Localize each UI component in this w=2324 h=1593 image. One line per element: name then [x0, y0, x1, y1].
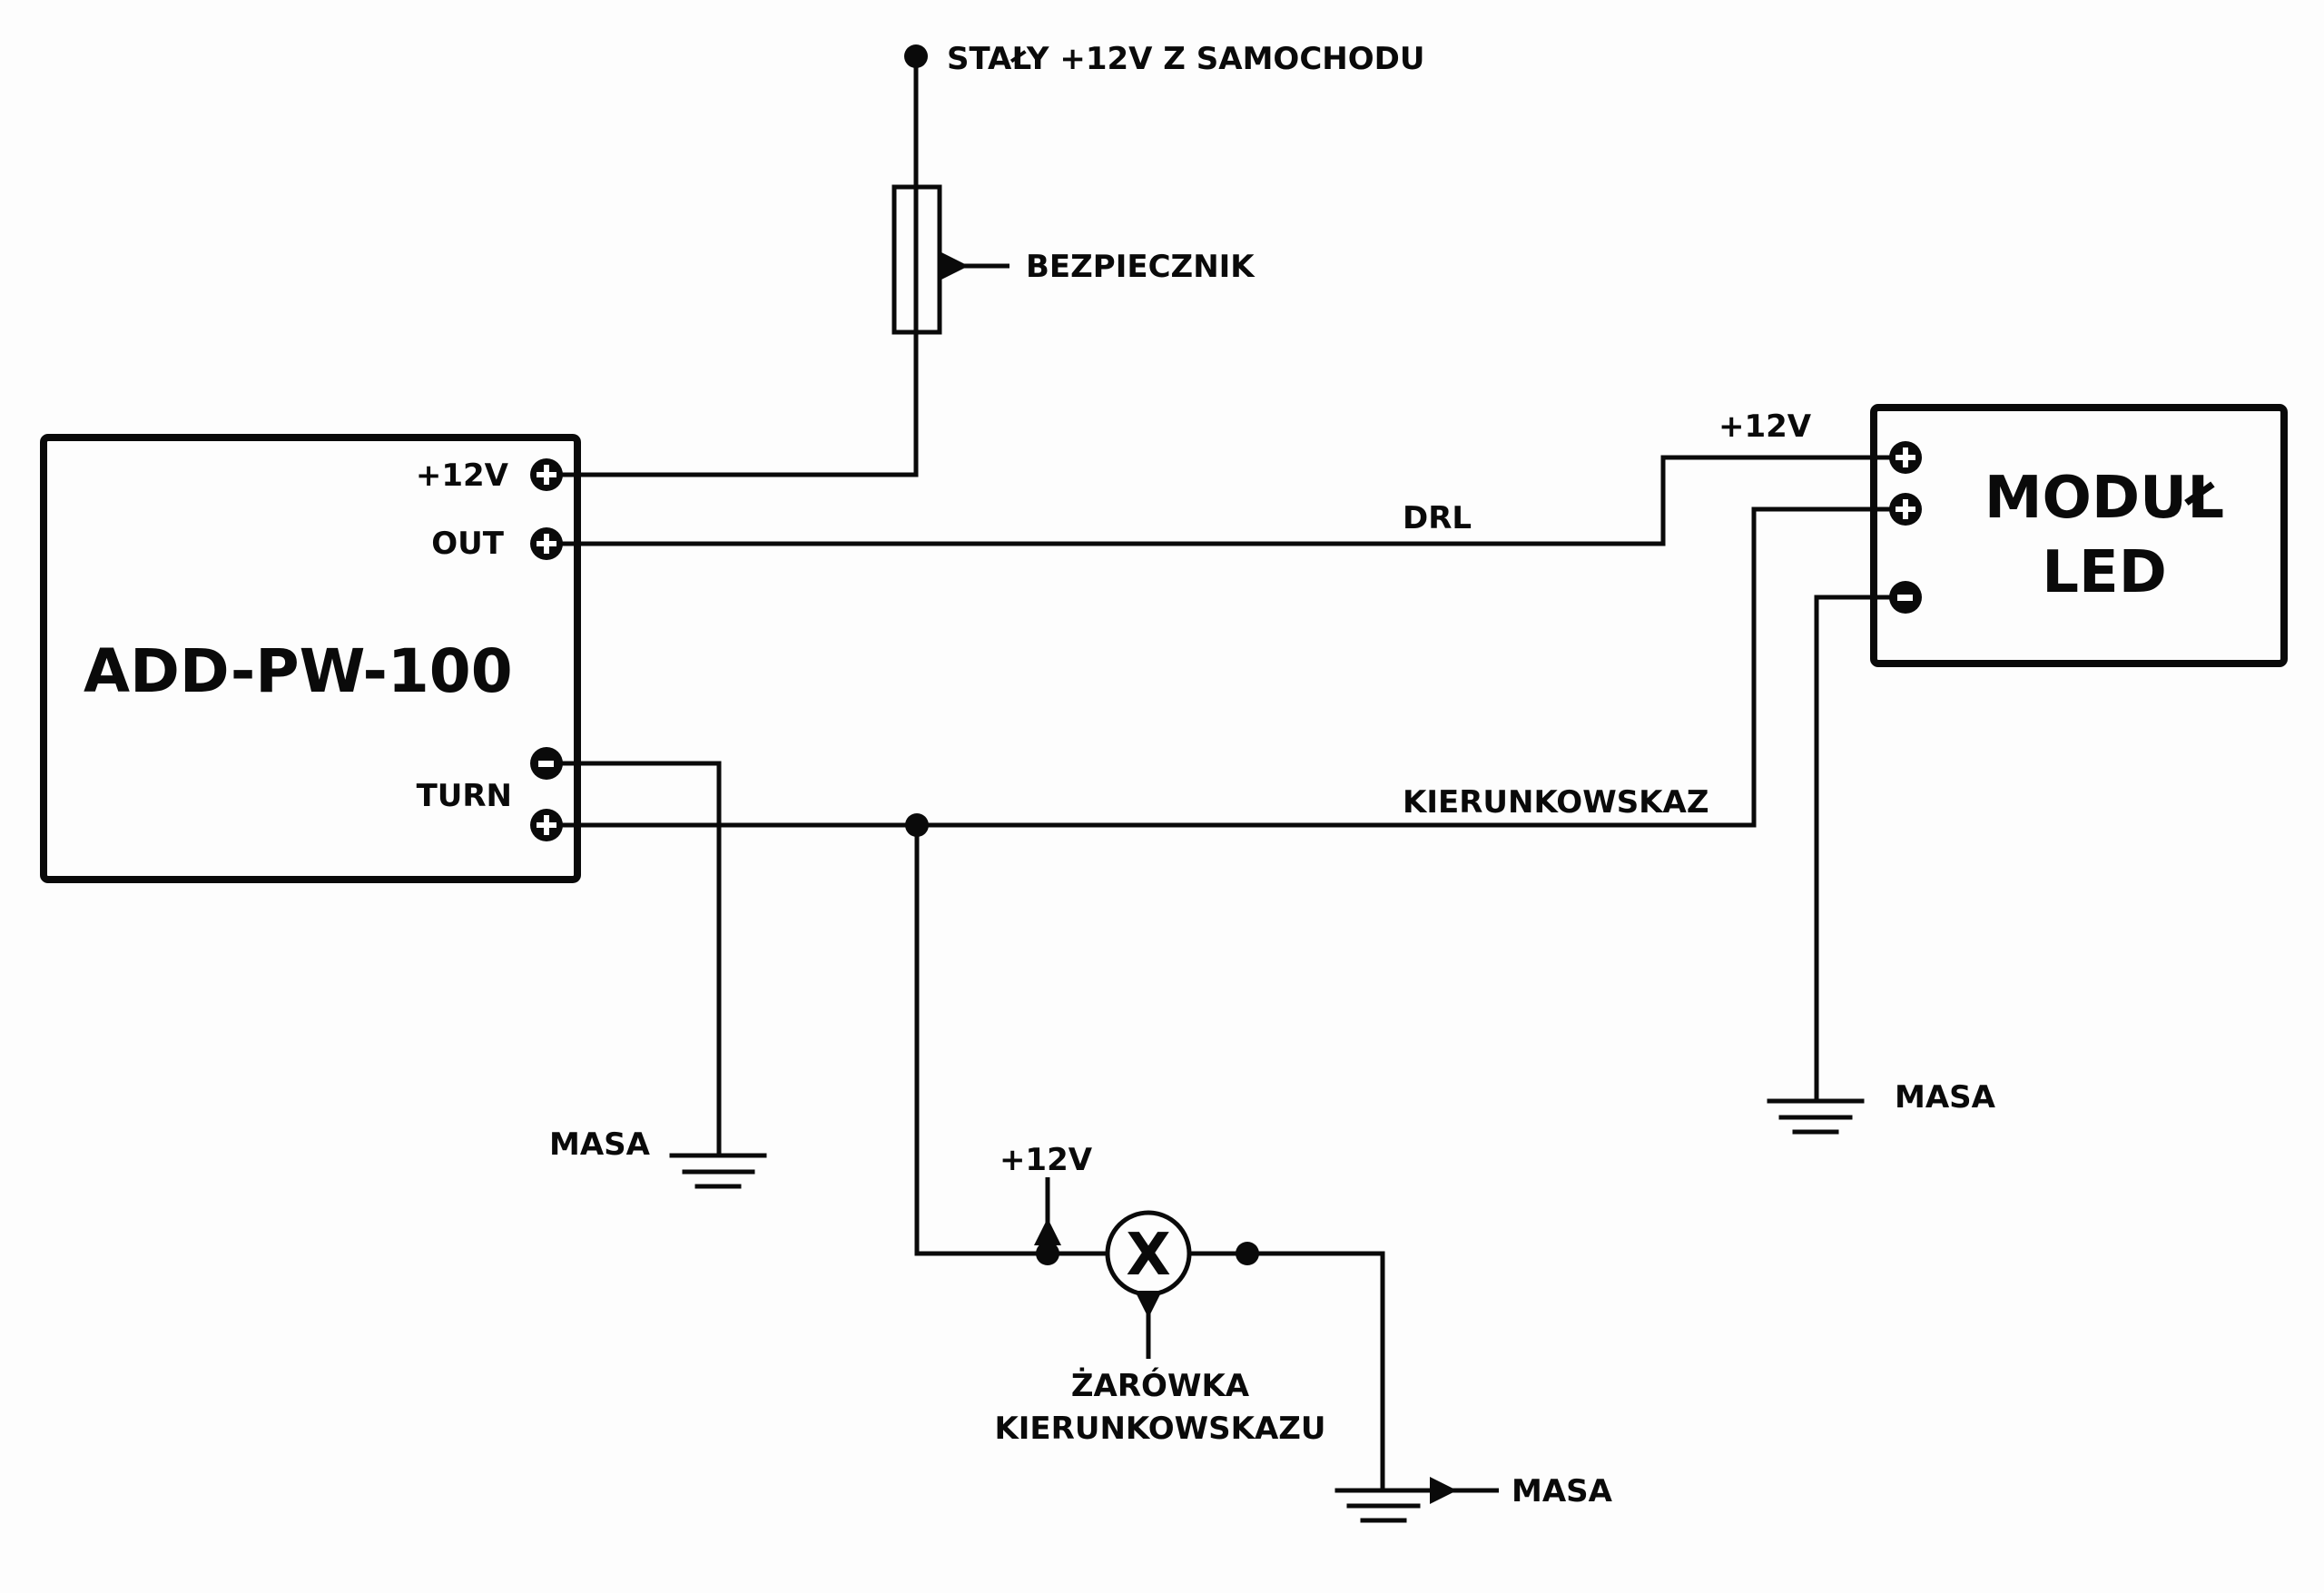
- controller-pin-out-label: OUT: [431, 526, 505, 562]
- terminal-controller-out: [530, 527, 563, 560]
- fuse-symbol: BEZPIECZNIK: [891, 184, 1256, 335]
- ground-left-label: MASA: [549, 1126, 651, 1163]
- drl-wire: [544, 455, 1908, 546]
- led-module-outline: [1870, 404, 2288, 667]
- terminal-led-minus: [1889, 581, 1922, 614]
- ground-icon-bulb: [1334, 1488, 1433, 1523]
- fuse-label: BEZPIECZNIK: [1026, 249, 1256, 285]
- terminal-controller-12v: [530, 458, 563, 491]
- turn-wire-label: KIERUNKOWSKAZ: [1403, 784, 1709, 821]
- fuse-body: [891, 184, 942, 335]
- bulb-symbol: X +12V ŻARÓWKA KIERUNKOWSKAZU: [994, 1142, 1325, 1447]
- led-module-title-line2: LED: [2042, 539, 2167, 606]
- supply-label: STAŁY +12V Z SAMOCHODU: [947, 41, 1424, 77]
- bulb-feed-wire: [914, 822, 1109, 1256]
- controller-pin-turn-label: TURN: [417, 778, 512, 814]
- supply-source: STAŁY +12V Z SAMOCHODU: [904, 41, 1424, 77]
- turn-wire: [544, 506, 1908, 828]
- controller-ground-wire: [544, 761, 722, 1158]
- led-plus-12v-label: +12V: [1718, 408, 1812, 445]
- terminal-controller-turn-plus: [530, 809, 563, 841]
- bulb-plus-dot: [1036, 1242, 1059, 1265]
- controller-outline: [40, 434, 581, 883]
- ground-right-label: MASA: [1895, 1079, 1996, 1116]
- bulb-label-line1: ŻARÓWKA: [1071, 1367, 1250, 1404]
- terminal-controller-turn-minus: [530, 747, 563, 780]
- controller-box: ADD-PW-100 +12V OUT TURN: [40, 434, 581, 883]
- ground-bulb-label: MASA: [1512, 1473, 1613, 1509]
- led-module-box: MODUŁ LED: [1870, 404, 2288, 667]
- bulb-minus-dot: [1236, 1242, 1259, 1265]
- ground-icon-right: [1767, 1098, 1865, 1135]
- bulb-label-line2: KIERUNKOWSKAZU: [994, 1411, 1325, 1447]
- terminal-led-plus-turn: [1889, 493, 1922, 526]
- ground-icon-left: [669, 1153, 767, 1189]
- terminal-led-plus-drl: [1889, 441, 1922, 474]
- led-module-title-line1: MODUŁ: [1984, 465, 2224, 532]
- controller-pin-12v-label: +12V: [416, 457, 509, 494]
- bulb-x-glyph: X: [1126, 1222, 1170, 1289]
- led-ground-wire: [1814, 595, 1908, 1104]
- bulb-plus-label: +12V: [1000, 1142, 1093, 1178]
- controller-title: ADD-PW-100: [84, 636, 513, 706]
- drl-wire-label: DRL: [1403, 500, 1472, 536]
